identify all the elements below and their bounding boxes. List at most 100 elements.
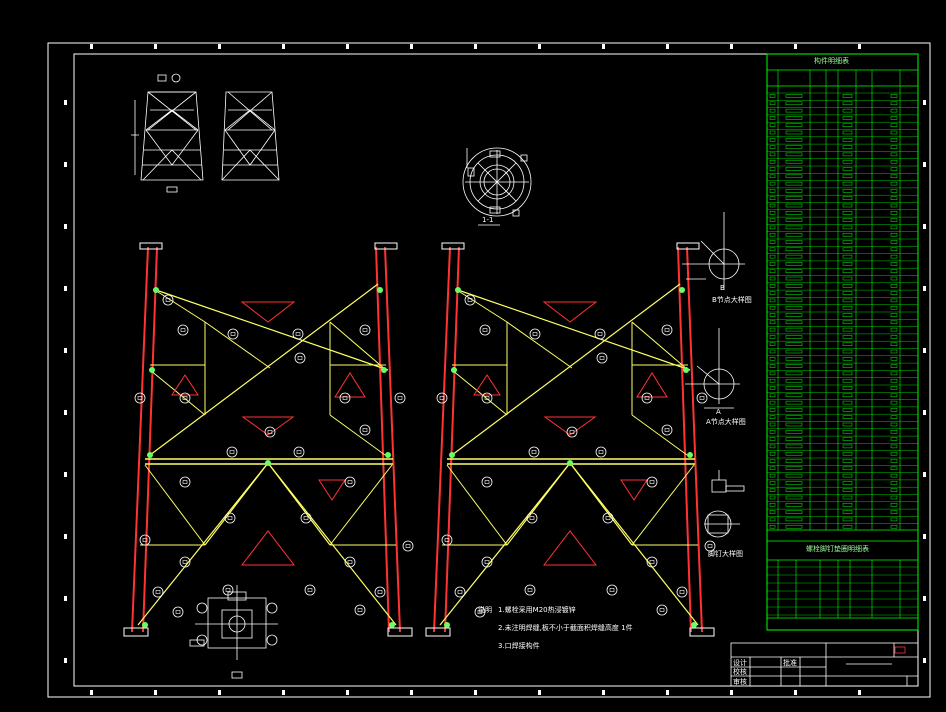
bom-cell (785, 342, 803, 346)
part-mark-text (649, 480, 655, 484)
bom-cell (890, 254, 898, 259)
bom-cell (785, 247, 803, 252)
bom-cell (842, 335, 853, 339)
panel-triangle (543, 416, 597, 436)
zone-mark-bottom (282, 690, 285, 695)
panel-triangle (171, 374, 199, 396)
gusset-node (377, 287, 383, 293)
bom-cell (842, 488, 853, 492)
diagonal (149, 369, 206, 416)
zone-mark-left (64, 100, 67, 105)
title-block-cell-3: 审核 (733, 677, 747, 686)
bom-cell (890, 218, 898, 222)
bom-cell (890, 408, 898, 412)
bom-cell (842, 189, 853, 193)
bom-cell (769, 152, 776, 157)
bom-cell (890, 94, 898, 98)
bom-cell (769, 101, 776, 106)
bom-cell (890, 203, 898, 208)
part-mark-text (597, 332, 603, 336)
bom-cell (769, 181, 776, 186)
bom-cell (785, 145, 803, 149)
bom-cell (769, 327, 776, 332)
bom-cell (769, 408, 776, 412)
bom-cell (842, 305, 853, 310)
bom-cell (769, 108, 776, 113)
bom-cell (842, 313, 853, 317)
panel-triangle (620, 479, 648, 501)
leg-cap (139, 242, 163, 250)
bom-cell (785, 291, 803, 295)
bom-cell (785, 444, 803, 449)
bom-cell (842, 218, 853, 222)
gusset-node (449, 452, 455, 458)
bom-cell (769, 430, 776, 434)
diagonal (329, 414, 386, 456)
section-label: 1-1 (482, 216, 493, 224)
part-mark-text (362, 428, 368, 432)
zone-mark-bottom (602, 690, 605, 695)
bom-cell (769, 145, 776, 149)
bom-cell (769, 123, 776, 127)
bom-cell (785, 159, 803, 164)
diagonal (631, 414, 688, 456)
part-mark-text (598, 450, 604, 454)
zone-mark-top (218, 44, 221, 49)
bom-cell (842, 466, 853, 471)
diagonal (157, 291, 206, 323)
bom-cell (842, 408, 853, 412)
zone-mark-top (858, 44, 861, 49)
part-mark-text (267, 430, 273, 434)
zone-mark-top (90, 44, 93, 49)
bom-cell (842, 444, 853, 449)
bom-cell (785, 276, 803, 281)
part-mark (481, 392, 493, 404)
bom-cell (890, 400, 898, 405)
leg-foot (387, 627, 413, 637)
bom-cell (769, 225, 776, 230)
part-mark-text (180, 328, 186, 332)
panel-triangle (240, 530, 296, 566)
bom-cell (890, 444, 898, 449)
bom-cell (785, 240, 803, 244)
part-mark-text (295, 332, 301, 336)
bom-cell (842, 503, 853, 507)
zone-mark-top (602, 44, 605, 49)
bom-cell (785, 320, 803, 325)
bom-cell (842, 357, 853, 361)
bom-cell (842, 101, 853, 106)
bom-cell (890, 225, 898, 230)
panel-triangle (473, 374, 501, 396)
bill-of-materials-table (766, 53, 919, 631)
bom-cell (769, 232, 776, 237)
lower-main-diagonal (439, 462, 571, 626)
bom-cell (890, 291, 898, 295)
bom-cell (842, 240, 853, 244)
panel-triangle (334, 372, 366, 398)
gusset-node (385, 452, 391, 458)
bom-cell (769, 138, 776, 142)
section-1-1-view (462, 147, 532, 226)
bom-cell (785, 138, 803, 142)
lower-diagonal (446, 464, 508, 546)
part-mark (596, 352, 608, 364)
right-leg (686, 246, 703, 633)
part-mark-text (527, 588, 533, 592)
panel-triangle (636, 372, 668, 398)
detail-b-letter: B (720, 284, 725, 292)
part-mark-text (569, 430, 575, 434)
part-mark-text (482, 328, 488, 332)
bom-cell (890, 269, 898, 273)
lower-diagonal (329, 464, 393, 546)
panel-triangle (318, 479, 346, 501)
bom-cell (769, 371, 776, 376)
part-mark-text (357, 608, 363, 612)
detail-b-caption: B节点大样图 (712, 295, 752, 304)
left-leg (131, 246, 149, 633)
zone-mark-left (64, 596, 67, 601)
zone-mark-bottom (154, 690, 157, 695)
bom-cell (769, 116, 776, 120)
part-mark (656, 604, 668, 616)
bom-cell (785, 94, 803, 98)
